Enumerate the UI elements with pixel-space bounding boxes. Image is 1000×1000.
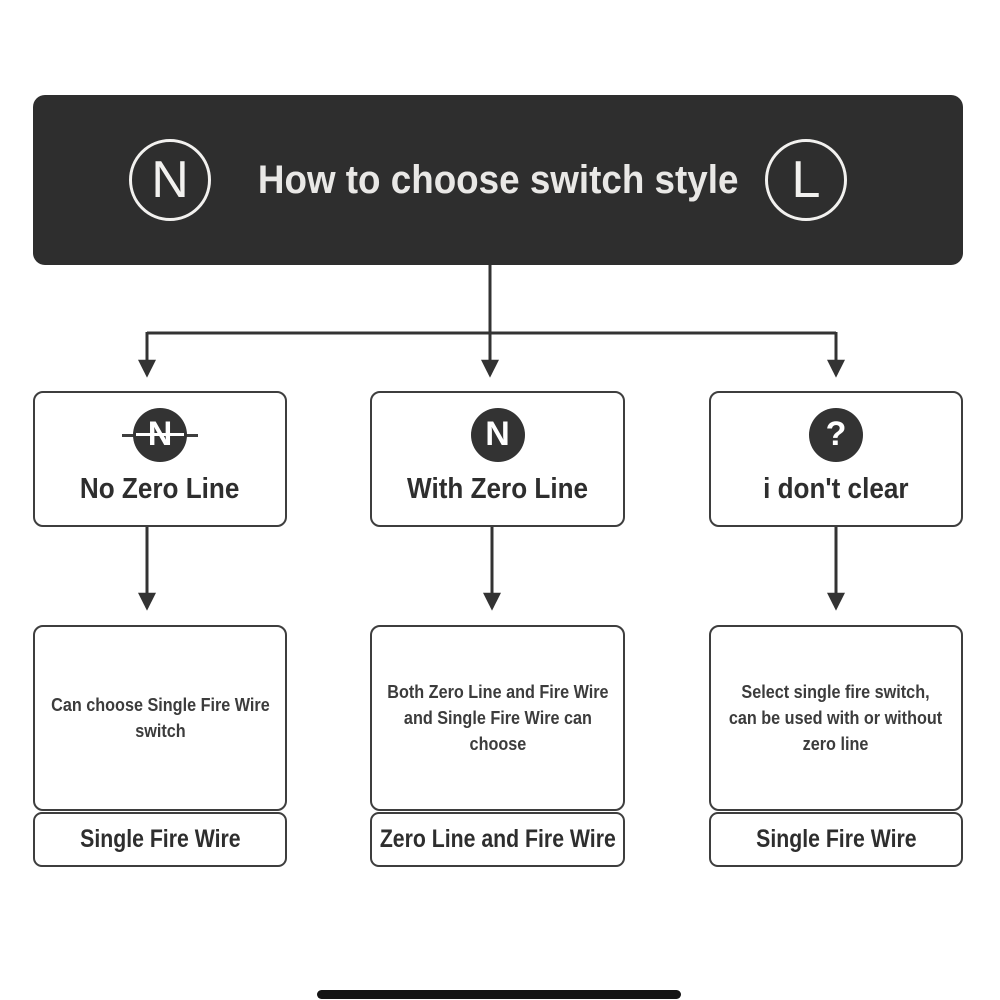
option-label: i don't clear <box>763 473 909 505</box>
neutral-wire-icon: N <box>460 408 536 462</box>
option-box-not-clear: ? i don't clear <box>709 391 963 527</box>
description-box-with-zero-line: Both Zero Line and Fire Wire and Single … <box>370 625 625 811</box>
description-text: Can choose Single Fire Wire switch <box>50 695 270 741</box>
description-text: Both Zero Line and Fire Wire and Single … <box>386 682 609 754</box>
result-box-zero-line-and-fire-wire: Zero Line and Fire Wire <box>370 812 625 867</box>
option-label: No Zero Line <box>80 473 240 505</box>
neutral-badge-icon: N <box>129 139 211 221</box>
header-banner: N How to choose switch style L <box>33 95 963 265</box>
description-box-not-clear: Select single fire switch, can be used w… <box>709 625 963 811</box>
icon-letter: N <box>485 415 510 453</box>
live-badge-icon: L <box>765 139 847 221</box>
result-box-single-fire-wire-2: Single Fire Wire <box>709 812 963 867</box>
page-title: How to choose switch style <box>257 157 739 202</box>
bottom-home-indicator <box>317 990 681 999</box>
result-box-single-fire-wire: Single Fire Wire <box>33 812 287 867</box>
option-box-with-zero-line: N With Zero Line <box>370 391 625 527</box>
result-text: Single Fire Wire <box>755 825 917 853</box>
description-text: Select single fire switch, can be used w… <box>729 682 943 754</box>
question-mark-icon: ? <box>798 408 874 462</box>
option-box-no-zero-line: N No Zero Line <box>33 391 287 527</box>
no-neutral-wire-crossed-icon: N <box>122 408 198 462</box>
icon-letter: ? <box>825 415 847 453</box>
description-box-no-zero-line: Can choose Single Fire Wire switch <box>33 625 287 811</box>
result-text: Zero Line and Fire Wire <box>379 825 616 853</box>
option-label: With Zero Line <box>406 473 589 505</box>
result-text: Single Fire Wire <box>79 825 241 853</box>
strike-line <box>136 433 184 436</box>
